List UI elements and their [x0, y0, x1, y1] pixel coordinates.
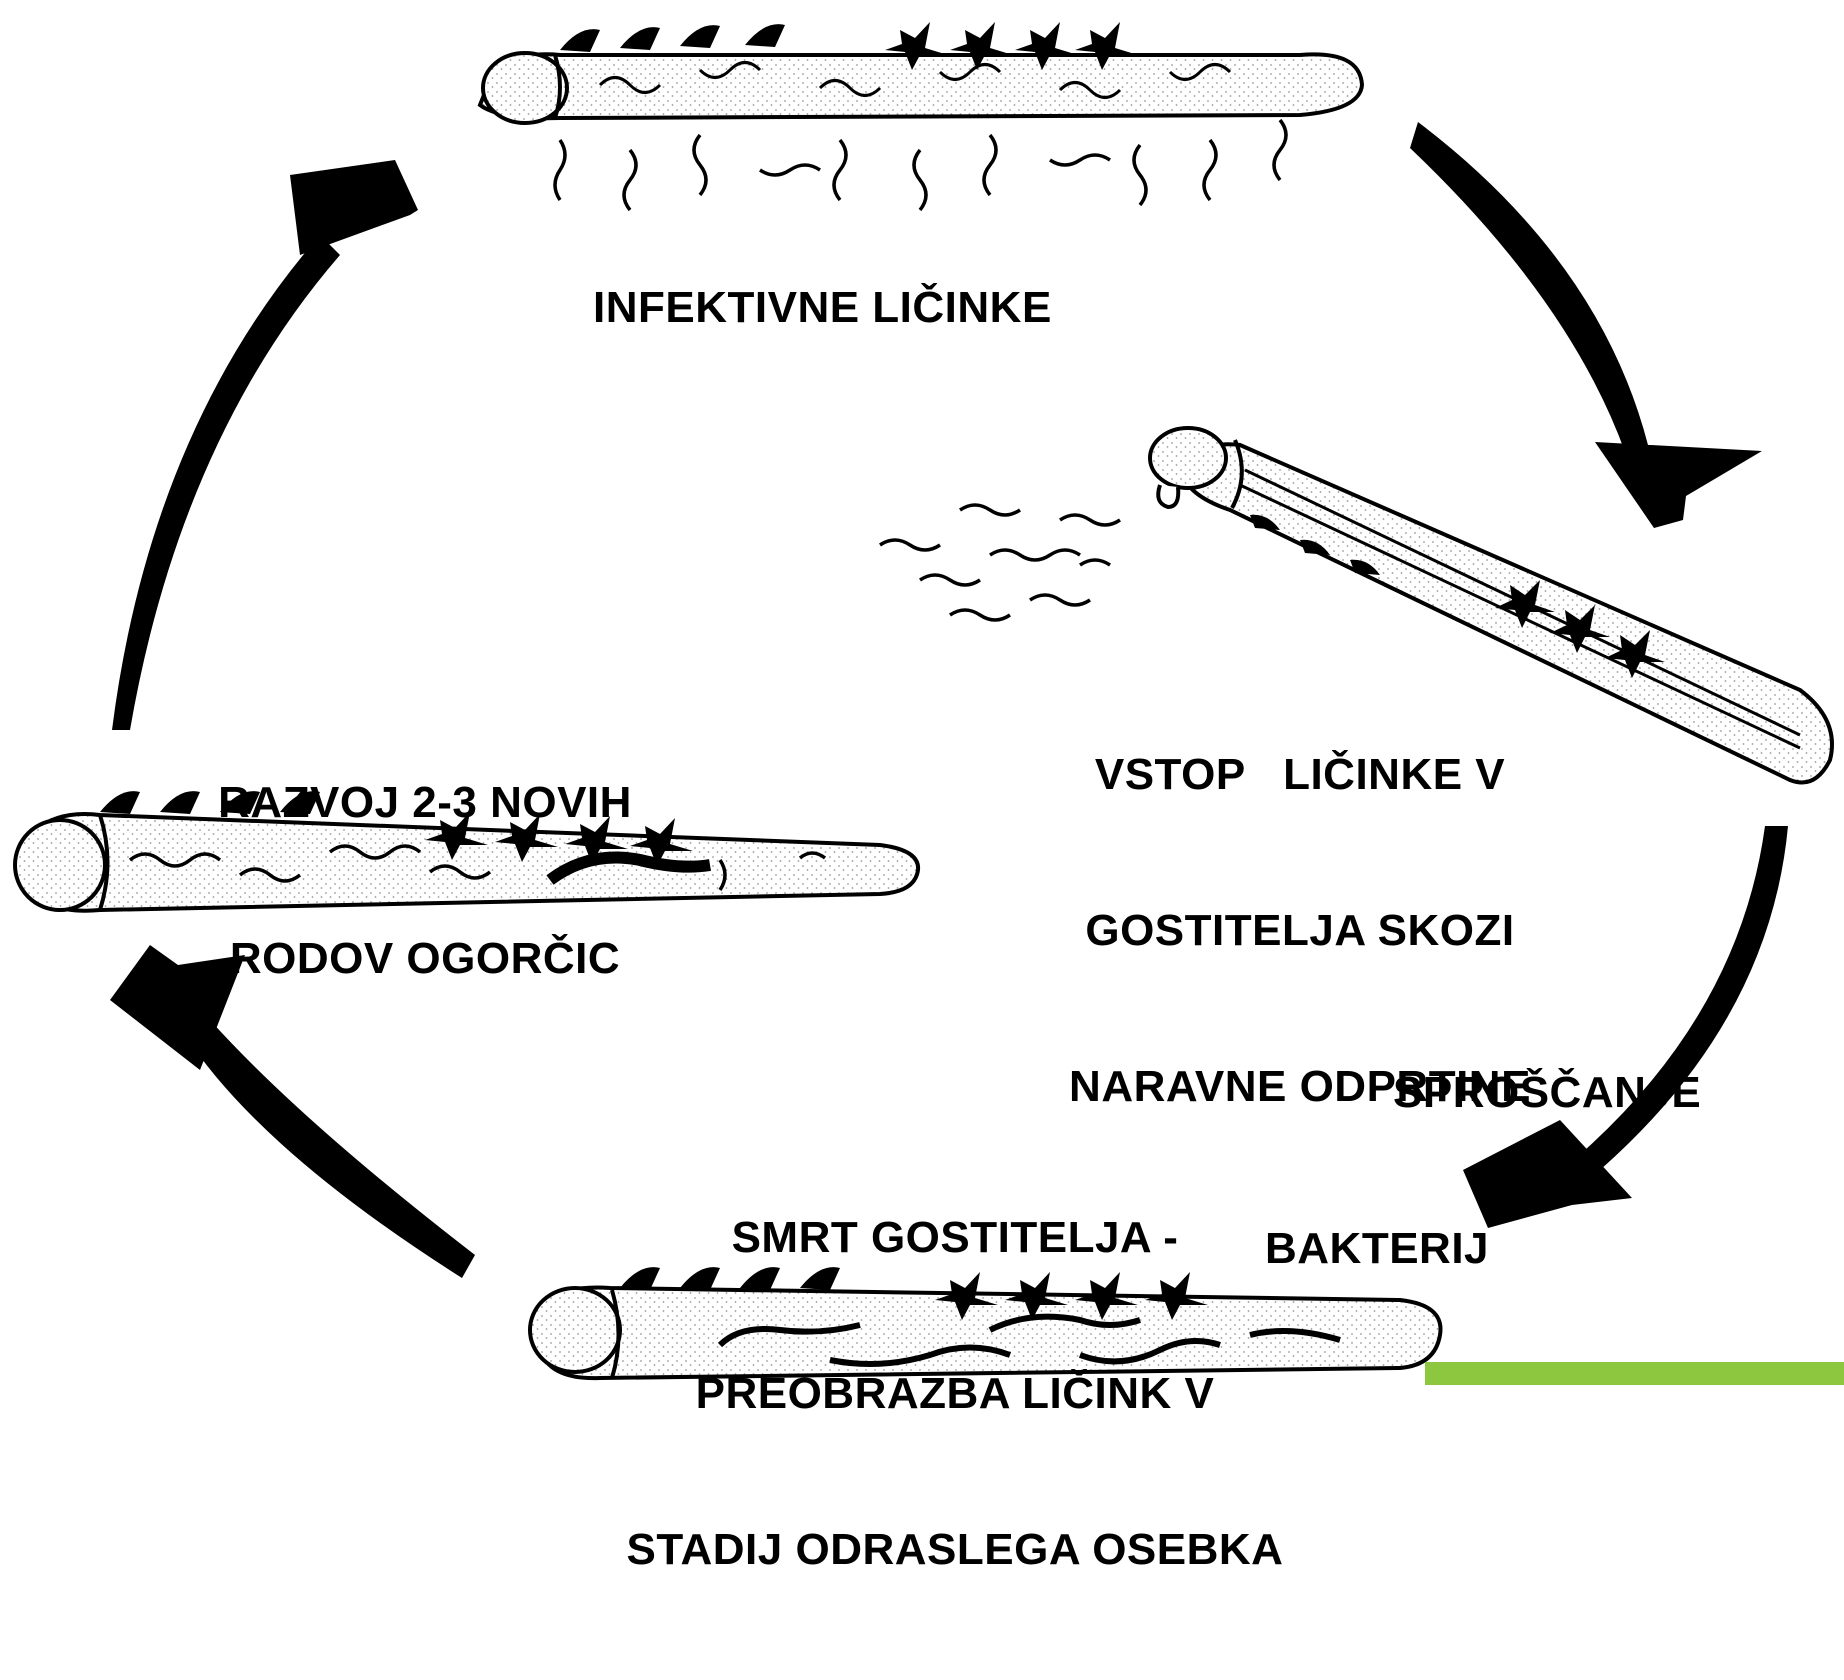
label-entry-line2: GOSTITELJA SKOZI [970, 905, 1630, 957]
top-larva-illustration [480, 22, 1362, 210]
arrow-left-up [112, 235, 340, 730]
label-infective-larvae: INFEKTIVNE LIČINKE [593, 282, 1052, 334]
label-development-line2: RODOV OGORČIC [130, 933, 720, 985]
entering-larvae [880, 505, 1120, 620]
arrow-top-right-head [1595, 442, 1762, 528]
label-development-line1: RAZVOJ 2-3 NOVIH [130, 777, 720, 829]
label-death-line2: PREOBRAZBA LIČINK V [475, 1368, 1435, 1420]
arrow-left-up-head [290, 160, 418, 255]
arrow-top-right [1410, 122, 1648, 452]
label-death-block: SMRT GOSTITELJA - PREOBRAZBA LIČINK V ST… [475, 1108, 1435, 1680]
emerging-larvae [555, 120, 1286, 210]
label-death-line3: STADIJ ODRASLEGA OSEBKA [475, 1524, 1435, 1576]
label-death-line1: SMRT GOSTITELJA - [475, 1212, 1435, 1264]
label-development-block: RAZVOJ 2-3 NOVIH RODOV OGORČIC [130, 673, 720, 1089]
nematode-life-cycle-diagram: INFEKTIVNE LIČINKE VSTOP LIČINKE V GOSTI… [0, 0, 1844, 1385]
label-entry-line1: VSTOP LIČINKE V [970, 749, 1630, 801]
